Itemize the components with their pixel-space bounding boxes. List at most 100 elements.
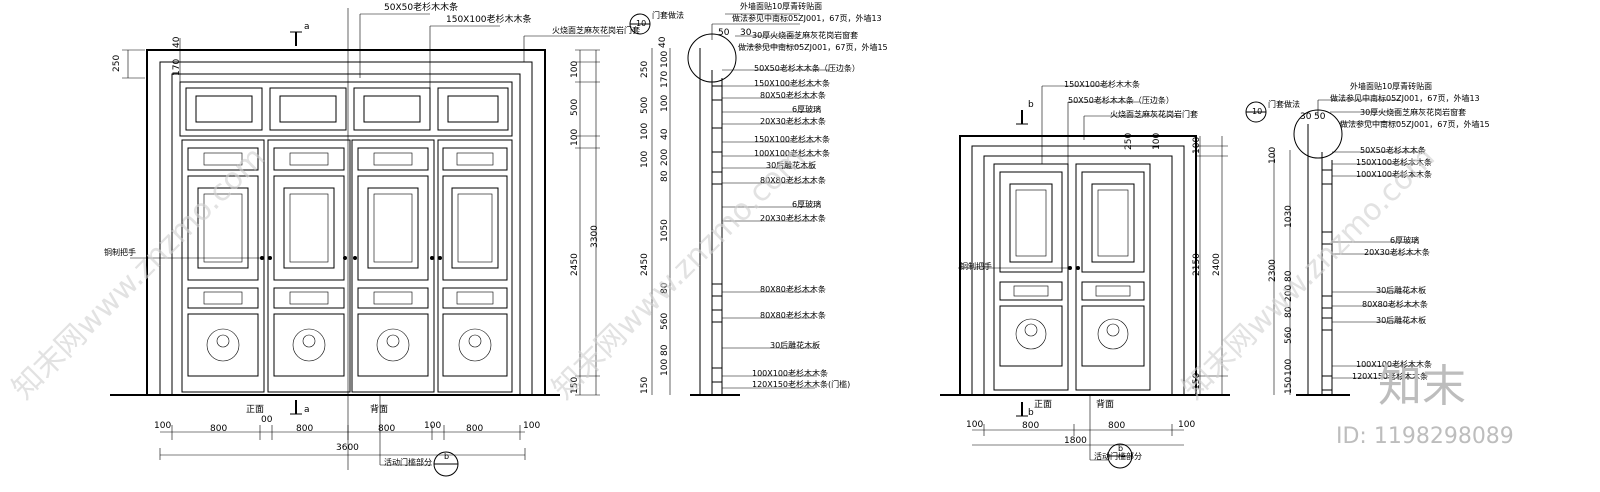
sec-label-7: 30后雕花木板 <box>766 161 817 170</box>
dim-sec-50: 50 <box>718 28 730 38</box>
label-copper-handle: 铜制把手 <box>104 248 136 257</box>
r-sec-label-0: 50X50老杉木木条 <box>1360 146 1426 155</box>
note-brick-facing: 外墙面贴10厚青砖贴面 <box>740 2 823 11</box>
r-dim-250: 250 <box>1124 132 1134 150</box>
dim-bottom-800b: 800 <box>296 424 314 434</box>
r-sec-dim-150: 150 <box>1284 376 1294 394</box>
dim-total-3600: 3600 <box>336 443 359 453</box>
r-dim-100: 100 <box>1192 136 1202 154</box>
r-label-front: 正面 <box>1034 400 1053 410</box>
dim-40: 40 <box>172 36 182 48</box>
sec-label-14: 100X100老杉木木条 <box>752 369 829 378</box>
sec-dim-100e: 100 <box>660 358 670 376</box>
r-label-50x50: 50X50老杉木木条（压边条） <box>1068 96 1174 105</box>
label-back: 背面 <box>370 405 389 415</box>
sec-dim-100b: 100 <box>660 94 670 112</box>
right-leaf-details <box>999 171 1145 367</box>
r-note-granite: 30厚火烧面芝麻灰花岗岩窗套 <box>1360 108 1467 117</box>
r-sec-dim-50: 50 <box>1314 112 1326 122</box>
dim-250: 250 <box>112 54 122 72</box>
r-sec-label-7: 30后雕花木板 <box>1376 316 1427 325</box>
dim-right-500: 500 <box>570 98 580 116</box>
r-note-frame-method: 门套做法 <box>1268 100 1300 109</box>
r-note-ref-13: 做法参见中南标05ZJ001，67页，外墙13 <box>1330 94 1480 103</box>
r-sec-dim-560: 560 <box>1284 326 1294 344</box>
label-150x100-strip: 150X100老杉木木条 <box>446 15 532 25</box>
sec-dim-100c: 100 <box>640 122 650 140</box>
leaf-details <box>187 147 508 377</box>
sec-label-3: 6厚玻璃 <box>792 105 822 114</box>
sec-dim-150: 150 <box>640 376 650 394</box>
left-section <box>629 13 830 396</box>
label-50x50-strip: 50X50老杉木木条 <box>384 3 459 13</box>
r-sec-label-2: 100X100老杉木木条 <box>1356 170 1433 179</box>
dim-170: 170 <box>172 58 182 76</box>
r-section-mark-b-top: b <box>1028 100 1034 110</box>
r-sec-label-3: 6厚玻璃 <box>1390 236 1420 245</box>
r-label-150x100: 150X100老杉木木条 <box>1064 80 1141 89</box>
dim-right-100b: 100 <box>570 128 580 146</box>
r-sec-dim-100b: 100 <box>1284 358 1294 376</box>
r-dim-bottom-100b: 100 <box>1178 420 1196 430</box>
sec-dim-250: 250 <box>640 60 650 78</box>
section-mark-a-bottom: a <box>304 405 310 415</box>
sec-dim-500: 500 <box>640 96 650 114</box>
sec-label-2: 80X50老杉木木条 <box>760 91 826 100</box>
sec-label-10: 20X30老杉木木条 <box>760 214 826 223</box>
label-movable-sill: 活动门槛部分 <box>384 458 432 467</box>
r-dim-bottom-800b: 800 <box>1108 421 1126 431</box>
sec-label-0: 50X50老杉木木条（压边条） <box>754 64 860 73</box>
left-section-leaders <box>711 13 830 389</box>
sec-label-11: 80X80老杉木木条 <box>760 285 826 294</box>
callout-b-left: b <box>444 452 450 461</box>
right-section <box>1245 99 1420 396</box>
r-sec-dim-30: 30 <box>1300 112 1312 122</box>
note-ref-13: 做法参见中南标05ZJ001，67页，外墙13 <box>732 14 882 23</box>
sec-label-6: 100X100老杉木木条 <box>754 149 831 158</box>
r-section-mark-b-bottom: b <box>1028 408 1034 418</box>
dim-bottom-800a: 800 <box>210 424 228 434</box>
dim-right-100a: 100 <box>570 60 580 78</box>
sec-dim-40: 40 <box>660 128 670 140</box>
r-dim-bottom-800a: 800 <box>1022 421 1040 431</box>
r-sec-label-5: 30后雕花木板 <box>1376 286 1427 295</box>
section-mark-a-top: a <box>304 22 310 32</box>
right-section-leaders <box>1317 99 1420 379</box>
note-granite-frame: 30厚火烧面芝麻灰花岗岩窗套 <box>752 31 859 40</box>
sec-label-15: 120X150老杉木木条(门槛) <box>752 380 851 389</box>
callout-b-right: b <box>1118 444 1124 453</box>
sec-dim-100a: 100 <box>660 50 670 68</box>
r-note-ref-15: 做法参见中南标05ZJ001，67页，外墙15 <box>1340 120 1490 129</box>
r-dim-bottom-100a: 100 <box>966 420 984 430</box>
watermark-logo: 知末 <box>1378 361 1466 412</box>
r-callout-10: 10 <box>1252 107 1263 116</box>
sec-label-8: 80X80老杉木木条 <box>760 176 826 185</box>
dim-right-2450: 2450 <box>570 253 580 276</box>
r-label-handle: 铜制把手 <box>960 262 992 271</box>
right-elevation <box>940 85 1230 469</box>
dim-total-3300: 3300 <box>590 225 600 248</box>
r-sec-label-6: 80X80老杉木木条 <box>1362 300 1428 309</box>
r-dim-total-1800: 1800 <box>1064 436 1087 446</box>
dim-bottom-800d: 800 <box>466 424 484 434</box>
note-frame-method: 门套做法 <box>652 11 684 20</box>
dim-bottom-100a: 100 <box>154 421 172 431</box>
sec-dim-80c: 80 <box>660 344 670 356</box>
callout-10-left: 10 <box>636 19 647 28</box>
r-label-back: 背面 <box>1096 400 1115 410</box>
r-sec-label-1: 150X100老杉木木条 <box>1356 158 1433 167</box>
sec-dim-200: 200 <box>660 148 670 166</box>
r-dim-2400: 2400 <box>1212 253 1222 276</box>
door-leaves <box>181 139 513 393</box>
sec-dim-1050: 1050 <box>660 219 670 242</box>
r-sec-label-8: 100X100老杉木木条 <box>1356 360 1433 369</box>
dim-bottom-800c: 800 <box>378 424 396 434</box>
sec-label-12: 80X80老杉木木条 <box>760 311 826 320</box>
r-sec-dim-1030: 1030 <box>1284 205 1294 228</box>
sec-label-9: 6厚玻璃 <box>792 200 822 209</box>
r-dim-100-top: 100 <box>1152 132 1162 150</box>
sec-dim-80a: 80 <box>660 170 670 182</box>
sec-dim-170: 170 <box>660 70 670 88</box>
r-dim-2150: 2150 <box>1192 253 1202 276</box>
